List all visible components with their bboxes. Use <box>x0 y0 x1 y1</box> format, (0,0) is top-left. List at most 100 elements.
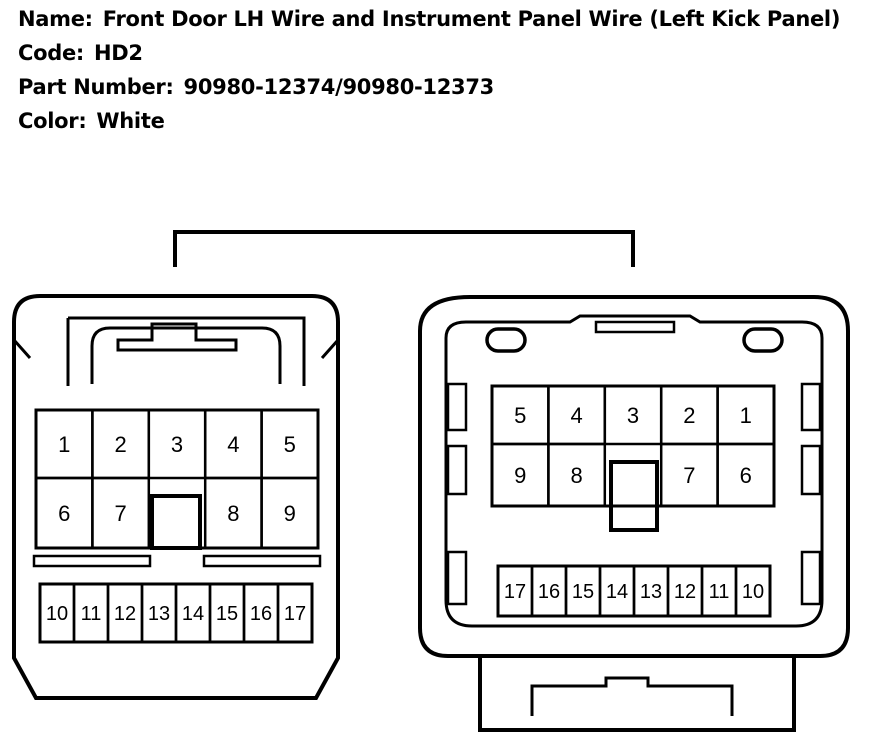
right-pin-number: 13 <box>640 581 662 603</box>
right-inner-wall <box>444 338 824 628</box>
left-connector-body <box>12 294 340 700</box>
left-pin-number: 14 <box>182 603 204 625</box>
left-pin-number: 5 <box>284 432 296 457</box>
name-value: Front Door LH Wire and Instrument Panel … <box>102 7 841 31</box>
left-cavity-2: 2 <box>91 408 151 480</box>
part-number-label: Part Number: <box>18 75 174 99</box>
left-cavity-1: 1 <box>34 408 94 480</box>
left-divider-rail-left <box>32 554 152 568</box>
left-pin-number: 12 <box>114 603 136 625</box>
right-cavity-3: 3 <box>603 384 663 446</box>
left-cavity-6: 6 <box>34 476 94 550</box>
right-side-rib-left-low <box>446 550 468 606</box>
right-pin-number: 7 <box>683 463 695 488</box>
right-cavity-12: 12 <box>666 564 704 618</box>
name-label: Name: <box>18 7 93 31</box>
code-value: HD2 <box>94 41 143 65</box>
left-cavity-15: 15 <box>208 582 246 644</box>
right-pin-number: 1 <box>740 403 752 428</box>
right-pin-number: 14 <box>606 581 628 603</box>
right-side-rib-left-mid <box>446 444 468 496</box>
left-cavity-16: 16 <box>242 582 280 644</box>
connector-info: Name: Front Door LH Wire and Instrument P… <box>18 2 840 138</box>
right-cavity-2: 2 <box>659 384 719 446</box>
color-line: Color: White <box>18 104 840 138</box>
right-lock-tab <box>530 676 734 716</box>
left-cavity-17: 17 <box>276 582 314 644</box>
left-pin-number: 7 <box>114 501 126 526</box>
left-cavity-box <box>276 582 314 644</box>
right-pin-number: 9 <box>514 463 526 488</box>
left-pin-number: 1 <box>58 432 70 457</box>
right-cavity-4: 4 <box>547 384 607 446</box>
right-cavity-8: 8 <box>547 442 607 508</box>
left-pin-number: 2 <box>114 432 126 457</box>
pairing-bracket <box>173 230 635 267</box>
right-cavity-15: 15 <box>564 564 602 618</box>
left-cavity-7: 7 <box>91 476 151 550</box>
right-pin-number: 17 <box>504 581 526 603</box>
right-key-slot <box>609 460 659 532</box>
left-pin-number: 3 <box>171 432 183 457</box>
right-cavity-9: 9 <box>490 442 550 508</box>
code-label: Code: <box>18 41 85 65</box>
left-side-ribs <box>12 339 340 359</box>
color-label: Color: <box>18 109 87 133</box>
left-cavity-14: 14 <box>174 582 212 644</box>
right-pin-number: 15 <box>572 581 594 603</box>
right-guide-hole-left <box>485 327 527 353</box>
left-pin-number: 15 <box>216 603 238 625</box>
right-side-rib-right-top <box>800 382 822 432</box>
left-latch-lock <box>116 322 238 352</box>
left-pin-number: 10 <box>46 603 68 625</box>
left-pin-number: 6 <box>58 501 70 526</box>
part-number-line: Part Number:90980-12374/90980-12373 <box>18 70 840 104</box>
right-latch-bar <box>594 320 676 334</box>
right-cavity-11: 11 <box>700 564 738 618</box>
left-pin-number: 16 <box>250 603 272 625</box>
right-cavity-7: 7 <box>659 442 719 508</box>
left-cavity-8: 8 <box>203 476 263 550</box>
right-pin-number: 5 <box>514 403 526 428</box>
left-key-slot <box>150 494 202 550</box>
left-latch-inner <box>90 326 282 384</box>
right-lock-housing <box>478 656 796 732</box>
right-pin-number: 8 <box>570 463 582 488</box>
right-cavity-6: 6 <box>716 442 776 508</box>
right-pin-number: 6 <box>740 463 752 488</box>
left-cavity-10: 10 <box>38 582 76 644</box>
right-cavity-16: 16 <box>530 564 568 618</box>
left-pin-number: 13 <box>148 603 170 625</box>
left-cavity-5: 5 <box>260 408 320 480</box>
left-cavity-box <box>260 476 320 550</box>
left-latch-outer <box>66 316 306 386</box>
right-pin-number: 12 <box>674 581 696 603</box>
left-pin-number: 11 <box>81 603 102 625</box>
left-cavity-12: 12 <box>106 582 144 644</box>
right-pin-number: 2 <box>683 403 695 428</box>
right-side-rib-right-mid <box>800 444 822 496</box>
name-line: Name: Front Door LH Wire and Instrument P… <box>18 2 840 36</box>
right-pin-number: 11 <box>709 581 730 603</box>
left-pin-number: 9 <box>284 501 296 526</box>
right-cavity-13: 13 <box>632 564 670 618</box>
left-pin-number: 17 <box>284 603 306 625</box>
left-cavity-11: 11 <box>72 582 110 644</box>
right-cavity-box <box>716 442 776 508</box>
right-cavity-17: 17 <box>496 564 534 618</box>
code-line: Code: HD2 <box>18 36 840 70</box>
left-cavity-4: 4 <box>203 408 263 480</box>
color-value: White <box>96 109 165 133</box>
left-cavity-3: 3 <box>147 408 207 480</box>
left-cavity-box <box>91 476 151 550</box>
right-cavity-10: 10 <box>734 564 772 618</box>
left-cavity-9: 9 <box>260 476 320 550</box>
right-cavity-5: 5 <box>490 384 550 446</box>
right-pin-number: 4 <box>570 403 582 428</box>
right-cavity-box <box>734 564 772 618</box>
